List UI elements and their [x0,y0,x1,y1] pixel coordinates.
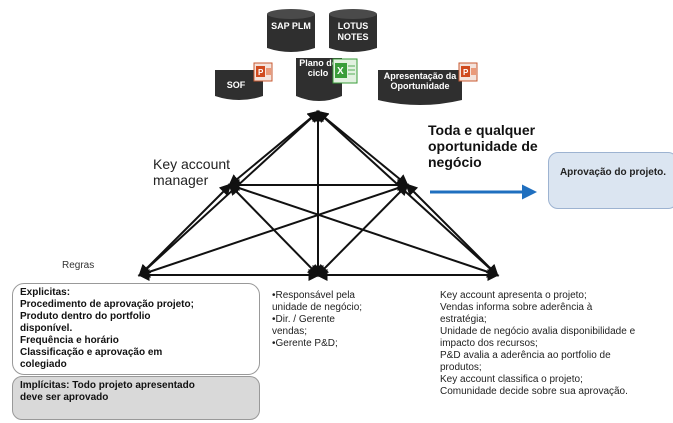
implicitas-line: Implícitas: Todo projeto apresentado [20,380,195,391]
lotus-notes-label: LOTUS NOTES [337,21,369,42]
powerpoint-icon: P [458,62,478,82]
processo-line: Key account classifica o projeto; [440,374,583,385]
processo-line: estratégia; [440,314,487,325]
explicitas-item: Frequência e horário [20,335,119,346]
sof-label: SOF [226,80,246,90]
lotus-notes-database: LOTUS NOTES [327,8,379,54]
responsaveis-line: •Responsável pela [272,290,355,301]
responsaveis-line: •Dir. / Gerente [272,314,335,325]
svg-text:X: X [337,66,344,77]
svg-text:P: P [463,68,469,77]
processo-line: produtos; [440,362,482,373]
database-icon [267,9,315,52]
explicitas-item: colegiado [20,359,67,370]
sof-document: SOF P [215,62,275,102]
key-account-manager-label: Key account manager [153,156,231,188]
processo-line: Key account apresenta o projeto; [440,290,587,301]
powerpoint-icon: P [253,62,273,82]
link-top-bottomleft [138,110,320,277]
link-right-bottomleft [137,182,410,278]
explicitas-title: Explicitas: [20,287,71,298]
processo-line: Unidade de negócio avalia disponibilidad… [440,326,636,337]
apresentacao-label: Apresentação da Oportunidade [383,71,457,91]
processo-line: Vendas informa sobre aderência à [440,302,593,313]
plano-de-ciclo-document: Plano de ciclo X [296,56,362,104]
sap-plm-label: SAP PLM [271,21,311,31]
responsaveis-list: •Responsável pela unidade de negócio; •D… [272,290,422,350]
explicitas-item: Procedimento de aprovação projeto; [20,299,194,310]
link-right-bottommid [316,183,409,277]
responsaveis-line: unidade de negócio; [272,302,363,313]
responsaveis-line: vendas; [272,326,308,337]
responsaveis-line: •Gerente P&D; [272,338,338,349]
regras-label: Regras [62,260,95,271]
diagram-lines [137,109,500,281]
document-icon [378,70,462,105]
explicitas-item: disponível. [20,323,73,334]
aprovacao-label: Aprovação do projeto. [559,167,667,178]
document-icon [215,70,263,100]
processo-list: Key account apresenta o projeto; Vendas … [440,290,673,398]
sap-plm-database: SAP PLM [265,8,317,54]
plano-de-ciclo-label: Plano de ciclo [299,58,337,78]
processo-line: P&D avalia a aderência ao portfolio de [440,350,611,361]
link-left-bottomleft [138,183,232,277]
explicitas-item: Produto dentro do portfolio [20,311,151,322]
excel-icon: X [332,58,358,84]
implicitas-line: deve ser aprovado [20,392,109,403]
toda-oportunidade-label: Toda e qualquer oportunidade de negócio [428,122,538,170]
document-icon [296,58,342,101]
processo-line: impacto dos recursos; [440,338,538,349]
explicitas-box: Explicitas: Procedimento de aprovação pr… [12,283,260,375]
implicitas-box: Implícitas: Todo projeto apresentado dev… [12,376,260,420]
link-right-bottomright [405,183,499,277]
svg-text:P: P [258,68,264,77]
aprovacao-box: Aprovação do projeto. [548,152,673,209]
explicitas-item: Classificação e aprovação em [20,347,163,358]
processo-line: Comunidade decide sobre sua aprovação. [440,386,628,397]
apresentacao-document: Apresentação da Oportunidade P [378,62,486,108]
database-icon [329,9,377,52]
